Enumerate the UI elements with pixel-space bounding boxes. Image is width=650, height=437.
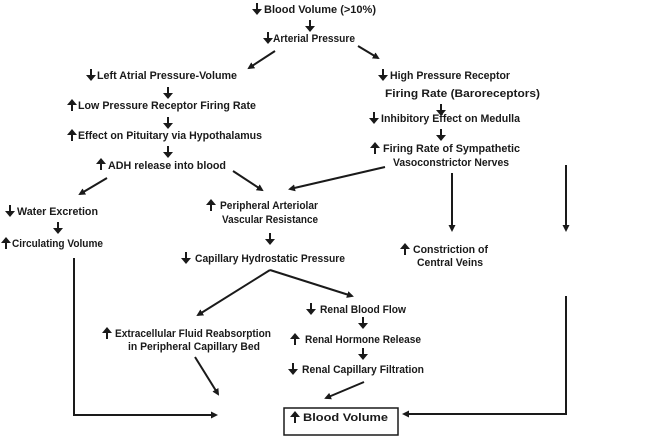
node-low-pressure-receptor: Low Pressure Receptor Firing Rate (78, 100, 256, 112)
flow-arrow (194, 356, 220, 396)
node-renal-hormone: Renal Hormone Release (305, 334, 421, 346)
node-peripheral-resistance-line2: Vascular Resistance (222, 214, 318, 226)
decrease-arrow-icon (263, 32, 273, 44)
node-pituitary-effect: Effect on Pituitary via Hypothalamus (78, 130, 262, 142)
increase-arrow-icon (67, 129, 77, 141)
node-central-veins-line1: Constriction of (413, 244, 488, 256)
flow-arrow (288, 166, 386, 192)
node-arterial-pressure: Arterial Pressure (273, 33, 355, 45)
decrease-arrow-icon (5, 205, 15, 217)
node-circulating-volume: Circulating Volume (12, 238, 103, 250)
node-ecf-reabsorption-line2: in Peripheral Capillary Bed (128, 341, 260, 353)
flow-arrow-icon (163, 117, 173, 129)
increase-arrow-icon (96, 158, 106, 170)
node-sympathetic-firing-line2: Vasoconstrictor Nerves (393, 157, 509, 169)
node-blood-volume-result: Blood Volume (303, 412, 388, 424)
node-blood-volume-loss: Blood Volume (>10%) (264, 4, 376, 16)
node-high-pressure-receptor-line1: High Pressure Receptor (390, 70, 511, 82)
flow-arrow-icon (305, 20, 315, 32)
flow-arrow-icon (163, 146, 173, 158)
decrease-arrow-icon (181, 252, 191, 264)
decrease-arrow-icon (369, 112, 379, 124)
increase-arrow-icon (1, 237, 11, 249)
decrease-arrow-icon (252, 3, 262, 15)
increase-arrow-icon (370, 142, 380, 154)
increase-arrow-icon (290, 333, 300, 345)
flow-arrow (269, 269, 354, 298)
node-renal-filtration: Renal Capillary Filtration (302, 364, 424, 376)
node-ecf-reabsorption-line1: Extracellular Fluid Reabsorption (115, 328, 271, 340)
node-water-excretion: Water Excretion (17, 206, 98, 218)
flow-arrow-icon (358, 317, 368, 329)
result-box (283, 407, 399, 436)
decrease-arrow-icon (378, 69, 388, 81)
node-capillary-pressure: Capillary Hydrostatic Pressure (195, 253, 345, 265)
node-inhibitory-effect: Inhibitory Effect on Medulla (381, 113, 521, 125)
decrease-arrow-icon (306, 303, 316, 315)
node-central-veins-line2: Central Veins (417, 257, 483, 269)
node-sympathetic-firing-line1: Firing Rate of Sympathetic (383, 143, 520, 155)
node-peripheral-resistance-line1: Peripheral Arteriolar (220, 200, 319, 212)
flow-arrow-icon (436, 129, 446, 141)
node-left-atrial: Left Atrial Pressure-Volume (97, 70, 237, 82)
increase-arrow-icon (67, 99, 77, 111)
flow-arrow (73, 258, 218, 419)
node-adh-release: ADH release into blood (108, 160, 226, 172)
flow-arrow-icon (358, 348, 368, 360)
increase-arrow-icon (400, 243, 410, 255)
node-renal-blood-flow: Renal Blood Flow (320, 304, 406, 316)
flow-arrow (324, 381, 365, 400)
flow-arrow (247, 50, 276, 70)
increase-arrow-icon (206, 199, 216, 211)
increase-arrow-icon (102, 327, 112, 339)
flow-arrow (357, 45, 380, 60)
flow-arrow-icon (265, 233, 275, 245)
flow-arrow (402, 296, 567, 418)
flow-arrow-icon (163, 87, 173, 99)
flow-arrow-icon (53, 222, 63, 234)
decrease-arrow-icon (86, 69, 96, 81)
flow-arrow (78, 177, 108, 196)
decrease-arrow-icon (288, 363, 298, 375)
flow-arrow (232, 170, 264, 192)
flow-arrow (196, 269, 271, 317)
node-high-pressure-receptor-line2: Firing Rate (Baroreceptors) (385, 88, 540, 100)
